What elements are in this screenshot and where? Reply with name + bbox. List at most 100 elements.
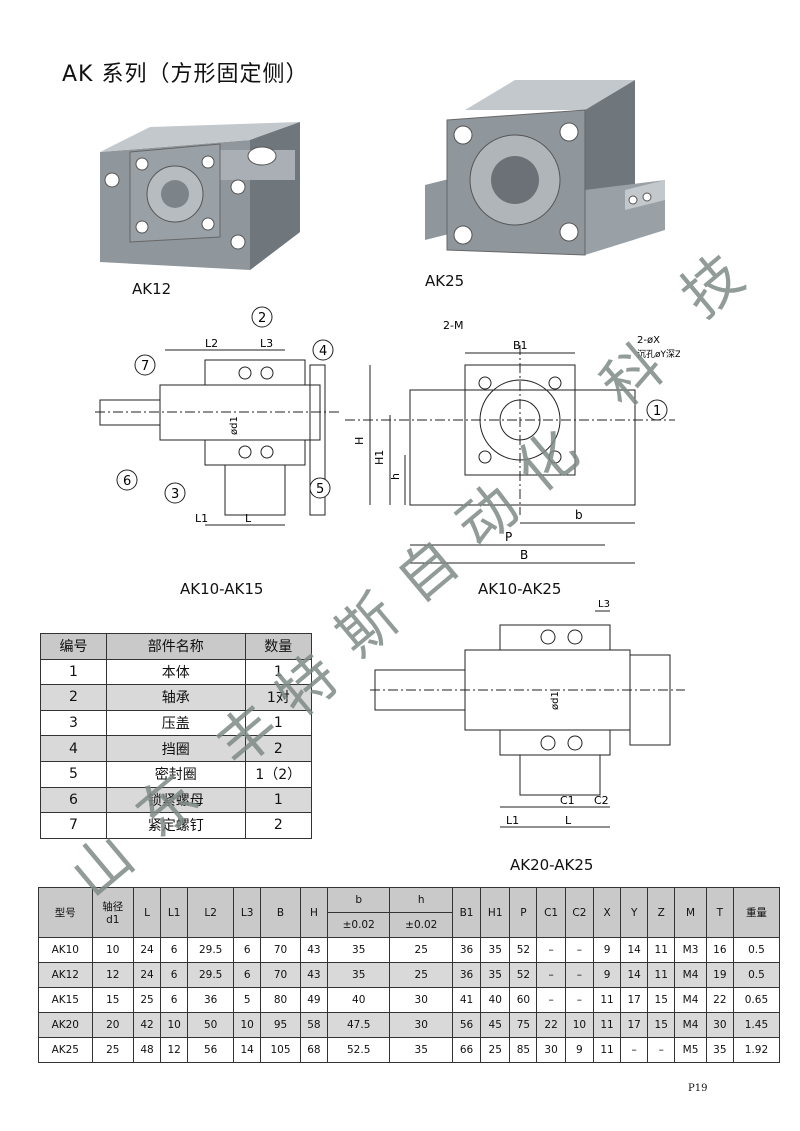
balloon-5: 5 [316, 482, 324, 497]
spec-cell: 0.65 [732, 987, 781, 1013]
spec-cell: 30 [705, 1012, 734, 1038]
spec-cell: 29.5 [187, 962, 235, 988]
dim-y: 沉孔øY深Z [637, 349, 680, 360]
spec-cell: – [536, 937, 566, 963]
dim-d1-b: ød1 [550, 691, 561, 710]
spec-cell: 11 [593, 1037, 622, 1063]
spec-cell: 12 [160, 1037, 189, 1063]
parts-cell: 2 [244, 812, 313, 839]
parts-cell: 1对 [244, 684, 313, 711]
spec-cell: 24 [133, 962, 162, 988]
dim-2x: 2-øX [637, 335, 660, 346]
spec-cell: 35 [389, 1037, 453, 1063]
parts-cell: 1（2） [244, 760, 313, 788]
ak12-render [100, 122, 300, 270]
spec-cell: 22 [536, 1012, 566, 1038]
parts-cell: 4 [40, 735, 107, 762]
spec-cell: 25 [133, 987, 162, 1013]
spec-cell: 9 [593, 962, 622, 988]
spec-cell: 6 [160, 962, 189, 988]
spec-cell: 16 [705, 937, 734, 963]
spec-header-cell: Z [647, 887, 676, 938]
parts-header-name: 部件名称 [105, 633, 246, 660]
spec-cell: M4 [674, 1012, 707, 1038]
spec-cell: 0.5 [732, 937, 781, 963]
spec-cell: 80 [260, 987, 301, 1013]
spec-header-cell: L [133, 887, 162, 938]
spec-cell: 85 [509, 1037, 538, 1063]
ak10-ak15-section-drawing: L2 L3 L1 L ød1 7 2 4 6 3 5 [95, 306, 340, 526]
balloon-6: 6 [123, 474, 131, 489]
parts-cell: 锁紧螺母 [105, 786, 246, 814]
page-title: AK 系列（方形固定侧） [62, 62, 309, 87]
parts-cell: 本体 [105, 658, 246, 686]
spec-cell: 0.5 [732, 962, 781, 988]
spec-cell: 5 [233, 987, 262, 1013]
spec-cell: 105 [260, 1037, 301, 1063]
spec-cell: 11 [647, 937, 676, 963]
balloon-4: 4 [319, 344, 327, 359]
dim-c2: C2 [594, 794, 609, 807]
spec-header-cell: X [593, 887, 622, 938]
spec-cell: 36 [187, 987, 235, 1013]
spec-cell: 1.45 [732, 1012, 781, 1038]
spec-cell: 14 [620, 937, 649, 963]
spec-header-cell: P [509, 887, 538, 938]
parts-cell: 紧定螺钉 [105, 812, 246, 839]
spec-cell: 14 [620, 962, 649, 988]
spec-cell: 14 [233, 1037, 262, 1063]
spec-header-cell: b [326, 887, 391, 913]
spec-cell: 70 [260, 962, 301, 988]
spec-header-cell: 轴径 d1 [91, 887, 135, 938]
parts-cell: 6 [40, 786, 107, 814]
spec-cell: 36 [451, 962, 482, 988]
spec-cell: 35 [480, 937, 511, 963]
ak12-caption: AK12 [132, 280, 172, 298]
spec-cell: 56 [187, 1037, 235, 1063]
spec-cell: – [620, 1037, 649, 1063]
spec-cell: 75 [509, 1012, 538, 1038]
spec-cell: 24 [133, 937, 162, 963]
ak10-ak25-front-view: H H1 h b P B B1 2-M 2-øX 沉孔øY深Z 1 [345, 319, 680, 564]
spec-cell: M5 [674, 1037, 707, 1063]
spec-cell: 30 [536, 1037, 566, 1063]
spec-cell: 68 [299, 1037, 328, 1063]
spec-cell: 43 [299, 937, 328, 963]
spec-cell: 30 [389, 987, 453, 1013]
dim-p: P [505, 530, 512, 544]
dim-h-upper: H [353, 437, 366, 445]
parts-cell: 3 [40, 709, 107, 737]
spec-cell: AK15 [38, 987, 93, 1013]
spec-cell: 35 [326, 962, 391, 988]
spec-header-cell: C2 [564, 887, 595, 938]
dim-b-lower: b [575, 508, 583, 522]
spec-header-cell: H [299, 887, 328, 938]
dim-l3-b: L3 [598, 599, 610, 610]
dim-l1: L1 [195, 512, 208, 525]
spec-cell: 35 [480, 962, 511, 988]
spec-cell: 6 [233, 962, 262, 988]
spec-cell: 15 [647, 987, 676, 1013]
parts-cell: 2 [40, 684, 107, 711]
spec-header-cell: L1 [160, 887, 189, 938]
spec-cell: – [647, 1037, 676, 1063]
dim-l2: L2 [205, 337, 218, 350]
spec-cell: 10 [91, 937, 135, 963]
section3-caption: AK20-AK25 [510, 856, 594, 874]
spec-cell: M4 [674, 987, 707, 1013]
spec-cell: M3 [674, 937, 707, 963]
spec-cell: 10 [233, 1012, 262, 1038]
spec-cell: 11 [647, 962, 676, 988]
parts-cell: 1 [244, 786, 313, 814]
spec-cell: 11 [593, 1012, 622, 1038]
dim-l3: L3 [260, 337, 273, 350]
spec-cell: 6 [160, 987, 189, 1013]
spec-cell: 45 [480, 1012, 511, 1038]
spec-header-cell: B [260, 887, 301, 938]
